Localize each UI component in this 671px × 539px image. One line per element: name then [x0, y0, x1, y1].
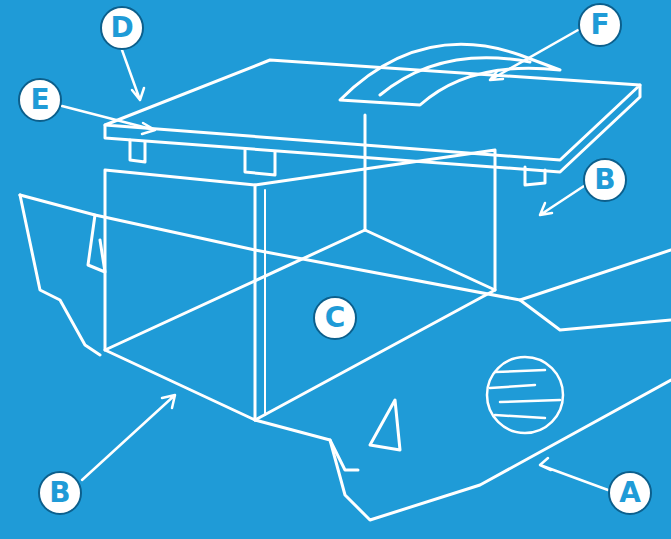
tray-front-lip	[330, 440, 358, 470]
tray-top-edge	[20, 195, 671, 300]
callout-letter: B	[583, 158, 627, 202]
leader-lines	[62, 30, 608, 490]
tray-left-handle	[20, 195, 100, 355]
callout-letter: F	[578, 3, 622, 47]
lid-edge	[105, 85, 640, 172]
tray-right-edge	[520, 300, 671, 330]
lid-foot	[130, 140, 145, 162]
lid-foot	[525, 167, 545, 185]
panel-thickness	[264, 190, 266, 415]
tray-left-slot	[88, 215, 105, 272]
box-floor-edge	[365, 230, 495, 290]
callout-letter: C	[313, 296, 357, 340]
callout-letter: B	[38, 471, 82, 515]
tray-front-edge	[255, 380, 671, 520]
box-back-edge	[364, 115, 367, 230]
callout-letter: A	[608, 471, 652, 515]
box-front-panel	[255, 150, 495, 420]
callout-letter: E	[18, 78, 62, 122]
box-floor-edge	[105, 230, 365, 350]
emblem	[487, 357, 563, 433]
handle-ridge	[380, 58, 530, 95]
box-left-panel	[105, 170, 255, 420]
lid-handle	[340, 44, 560, 105]
lid-foot	[245, 150, 275, 175]
tray-front-slot	[370, 400, 400, 450]
callout-letter: D	[100, 6, 144, 50]
